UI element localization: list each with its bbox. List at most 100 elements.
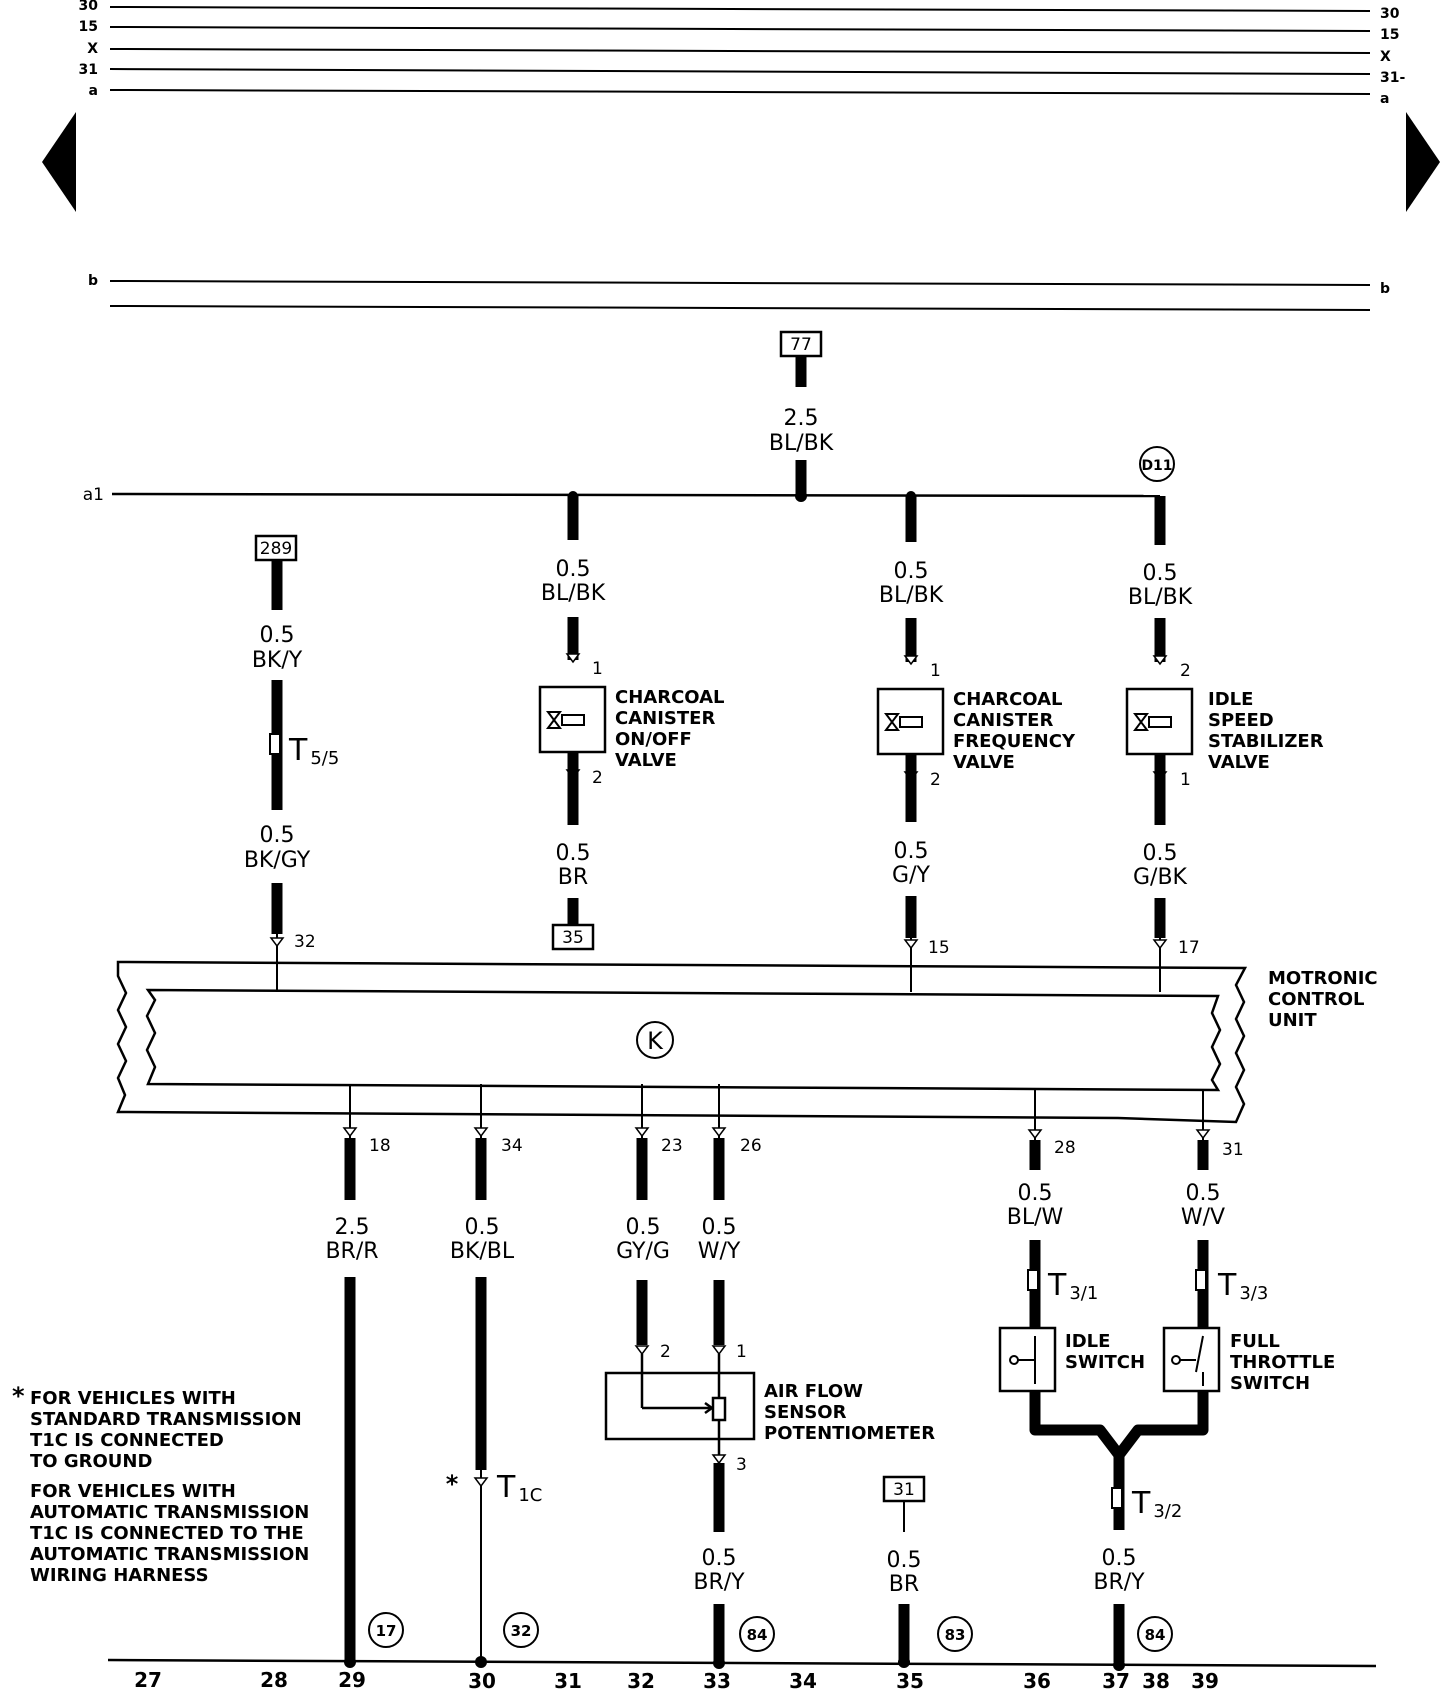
footer-number: 39 <box>1191 1669 1219 1690</box>
ref-84-label: 84 <box>1145 1626 1166 1644</box>
ref-circle-17 <box>368 1612 404 1648</box>
wire-color-label: BL/W <box>1007 1205 1064 1230</box>
pin-arrow-icon <box>903 655 919 666</box>
rail-label: 30 <box>1380 6 1400 22</box>
note-line: FOR VEHICLES WITH <box>30 1388 236 1409</box>
ref-circle-84 <box>1137 1616 1173 1652</box>
wire-size-label: 0.5 <box>894 839 929 864</box>
a1-bus <box>111 492 1161 498</box>
solenoid-icon <box>546 711 585 729</box>
pin-arrow-icon <box>711 1345 727 1356</box>
connector-t33-icon <box>1195 1269 1207 1291</box>
wire-color-label: BK/GY <box>244 848 311 873</box>
ref-circle-32 <box>503 1612 539 1648</box>
footer-number: 30 <box>468 1669 496 1690</box>
pin-arrow-icon <box>565 653 581 664</box>
wire-size-label: 0.5 <box>1186 1181 1221 1206</box>
wire-size-label: 0.5 <box>702 1546 737 1571</box>
rail-label: 30 <box>79 0 99 14</box>
air-flow-sensor-body <box>604 1371 756 1441</box>
footer-grid-numbers: 27 28 29 30 31 32 33 34 35 36 37 38 39 <box>134 1668 1219 1690</box>
potentiometer-icon <box>640 1354 727 1470</box>
wire-size-label: 0.5 <box>702 1215 737 1240</box>
wire-size-label: 0.5 <box>626 1215 661 1240</box>
component-label-full-throttle-switch: FULL THROTTLE SWITCH <box>1230 1331 1340 1394</box>
pin-arrow-icon <box>903 939 919 950</box>
note-asterisk: * <box>12 1382 25 1410</box>
next-page-arrow-icon[interactable] <box>1406 112 1440 212</box>
rail-label: b <box>88 273 98 289</box>
pin-arrow-icon <box>269 937 285 948</box>
junction-dot <box>898 1656 910 1668</box>
switch-icon <box>1009 1336 1036 1384</box>
pin-label: 32 <box>294 932 316 952</box>
footer-number: 35 <box>896 1669 924 1690</box>
rail-label: 31 <box>79 62 98 78</box>
footer-number: 33 <box>703 1669 731 1690</box>
footer-number: 27 <box>134 1668 162 1690</box>
pin-arrow-icon <box>473 1127 489 1138</box>
rail-label: 15 <box>1380 27 1399 43</box>
pin-arrow-icon <box>1027 1129 1043 1140</box>
wire-size-label: 0.5 <box>1143 841 1178 866</box>
ref-17-label: 17 <box>376 1622 397 1640</box>
wire-size-label: 0.5 <box>260 823 295 848</box>
ref-35-label: 35 <box>562 928 584 948</box>
pin-label: 3 <box>736 1455 747 1475</box>
wire-size-label: 2.5 <box>784 406 819 431</box>
connector-t55-icon <box>269 733 281 755</box>
note-line: T1C IS CONNECTED TO THE <box>30 1523 304 1544</box>
rail-label: b <box>1380 281 1390 297</box>
junction-dot <box>344 1656 356 1668</box>
pin-arrow-icon <box>634 1345 650 1356</box>
pin-label: 26 <box>740 1136 762 1156</box>
wire-color-label: W/Y <box>698 1239 741 1264</box>
footer-number: 28 <box>260 1668 288 1690</box>
pin-label: 2 <box>660 1342 671 1362</box>
pin-arrow-icon <box>1195 1129 1211 1140</box>
wire-color-label: BR <box>889 1572 919 1597</box>
connector-t32-icon <box>1111 1487 1123 1509</box>
pin-label: 1 <box>736 1342 747 1362</box>
idle-speed-valve-body <box>1125 687 1194 756</box>
rail-label: 15 <box>79 19 98 35</box>
wire-color-label: BR/Y <box>693 1570 745 1595</box>
rail-labels-right: 30 15 X 31- a b <box>1380 6 1405 297</box>
ref-31-label: 31 <box>893 1480 915 1500</box>
wire-color-label: BL/BK <box>879 583 944 608</box>
component-label-idle-switch: IDLE SWITCH <box>1065 1331 1145 1373</box>
wire-color-label: GY/G <box>616 1239 670 1264</box>
ccv-onoff-valve-body <box>538 685 607 754</box>
ref-box-35 <box>551 923 595 951</box>
pin-arrow-icon <box>711 1127 727 1138</box>
wire-color-label: BL/BK <box>769 431 834 456</box>
wire-size-label: 0.5 <box>556 841 591 866</box>
wire-size-label: 0.5 <box>1143 561 1178 586</box>
pin-label: 2 <box>1180 661 1191 681</box>
ref-circle-d11 <box>1139 446 1175 482</box>
ref-84-label: 84 <box>747 1626 768 1644</box>
component-label-ecu: MOTRONIC CONTROL UNIT <box>1268 968 1383 1031</box>
previous-page-arrow-icon[interactable] <box>42 112 76 212</box>
pin-arrow-icon <box>342 1127 358 1138</box>
junction-dot <box>1113 1659 1125 1671</box>
ref-32-label: 32 <box>511 1622 532 1640</box>
switch-icon <box>1171 1335 1204 1386</box>
ref-box-31 <box>882 1475 926 1503</box>
wire-color-label: BK/BL <box>450 1239 515 1264</box>
ref-circle-84 <box>739 1616 775 1652</box>
rail-label: 31- <box>1380 70 1405 86</box>
connector-t1c-icon <box>473 1477 489 1488</box>
ref-d11-label: D11 <box>1141 458 1172 474</box>
junction-dot <box>713 1657 725 1669</box>
note-line: FOR VEHICLES WITH <box>30 1481 236 1502</box>
wire-size-label: 2.5 <box>335 1215 370 1240</box>
ccv-frequency-valve-body <box>876 687 945 756</box>
note-line: STANDARD TRANSMISSION <box>30 1409 302 1430</box>
ref-77-label: 77 <box>790 335 812 355</box>
footer-number: 37 <box>1102 1669 1130 1690</box>
